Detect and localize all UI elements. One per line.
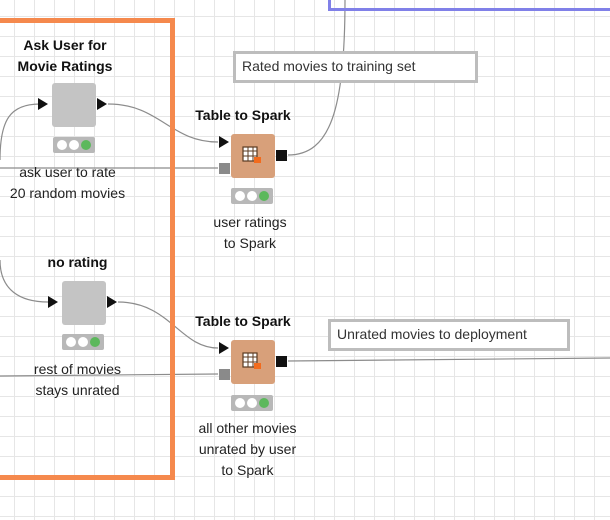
- ask-user-title-line2: Movie Ratings: [17, 58, 113, 74]
- spark-2-node-caption[interactable]: all other movies unrated by user to Spar…: [185, 418, 310, 481]
- connection-spark-2-to-right: [287, 357, 610, 362]
- spark-2-node[interactable]: [231, 340, 275, 384]
- status-light-2: [247, 191, 257, 201]
- no-rating-node-title[interactable]: no rating: [47, 254, 108, 270]
- table-to-spark-icon: [242, 352, 261, 369]
- ask-user-title-line1: Ask User for: [23, 37, 107, 53]
- status-light-3: [259, 398, 269, 408]
- status-light-1: [235, 191, 245, 201]
- status-light-2: [69, 140, 79, 150]
- no-rating-node-caption[interactable]: rest of movies stays unrated: [15, 359, 140, 401]
- spark-1-caption-line1: user ratings: [213, 214, 287, 230]
- no-rating-output-port[interactable]: [107, 296, 117, 308]
- spark-2-output-port[interactable]: [276, 356, 287, 367]
- status-light-3: [90, 337, 100, 347]
- spark-1-output-port[interactable]: [276, 150, 287, 161]
- ask-user-caption-line2: 20 random movies: [9, 185, 126, 201]
- no-rating-input-port[interactable]: [48, 296, 58, 308]
- ask-user-node-caption[interactable]: ask user to rate 20 random movies: [0, 162, 135, 204]
- no-rating-caption-line2: stays unrated: [35, 382, 120, 398]
- ask-user-output-port[interactable]: [97, 98, 107, 110]
- spark-2-node-title[interactable]: Table to Spark: [195, 313, 291, 329]
- annotation-frame-orange[interactable]: [0, 18, 175, 480]
- no-rating-metanode[interactable]: [62, 281, 106, 325]
- status-light-2: [247, 398, 257, 408]
- annotation-unrated-movies[interactable]: Unrated movies to deployment: [328, 319, 570, 351]
- status-light-1: [235, 398, 245, 408]
- ask-user-status-bar: [53, 137, 95, 153]
- spark-2-caption-line1: all other movies: [198, 420, 297, 436]
- ask-user-input-port[interactable]: [38, 98, 48, 110]
- spark-1-node[interactable]: [231, 134, 275, 178]
- status-light-3: [259, 191, 269, 201]
- annotation-unrated-text: Unrated movies to deployment: [337, 326, 527, 342]
- status-light-3: [81, 140, 91, 150]
- spark-2-caption-line2: unrated by user: [198, 441, 297, 457]
- spark-1-data-input-port[interactable]: [219, 136, 229, 148]
- spark-1-node-caption[interactable]: user ratings to Spark: [195, 212, 305, 254]
- annotation-rated-text: Rated movies to training set: [242, 58, 416, 74]
- spark-2-status-bar: [231, 395, 273, 411]
- status-light-2: [78, 337, 88, 347]
- no-rating-status-bar: [62, 334, 104, 350]
- annotation-frame-blue[interactable]: [328, 0, 610, 11]
- spark-1-status-bar: [231, 188, 273, 204]
- ask-user-node-title[interactable]: Ask User for Movie Ratings: [0, 35, 130, 77]
- spark-2-caption-line3: to Spark: [221, 462, 274, 478]
- spark-1-context-input-port[interactable]: [219, 163, 230, 174]
- table-to-spark-icon: [242, 146, 261, 163]
- annotation-rated-movies[interactable]: Rated movies to training set: [233, 51, 478, 83]
- no-rating-caption-line1: rest of movies: [33, 361, 122, 377]
- spark-2-data-input-port[interactable]: [219, 342, 229, 354]
- spark-1-caption-line2: to Spark: [223, 235, 277, 251]
- spark-1-node-title[interactable]: Table to Spark: [195, 107, 291, 123]
- status-light-1: [66, 337, 76, 347]
- ask-user-metanode[interactable]: [52, 83, 96, 127]
- status-light-1: [57, 140, 67, 150]
- spark-2-context-input-port[interactable]: [219, 369, 230, 380]
- ask-user-caption-line1: ask user to rate: [19, 164, 116, 180]
